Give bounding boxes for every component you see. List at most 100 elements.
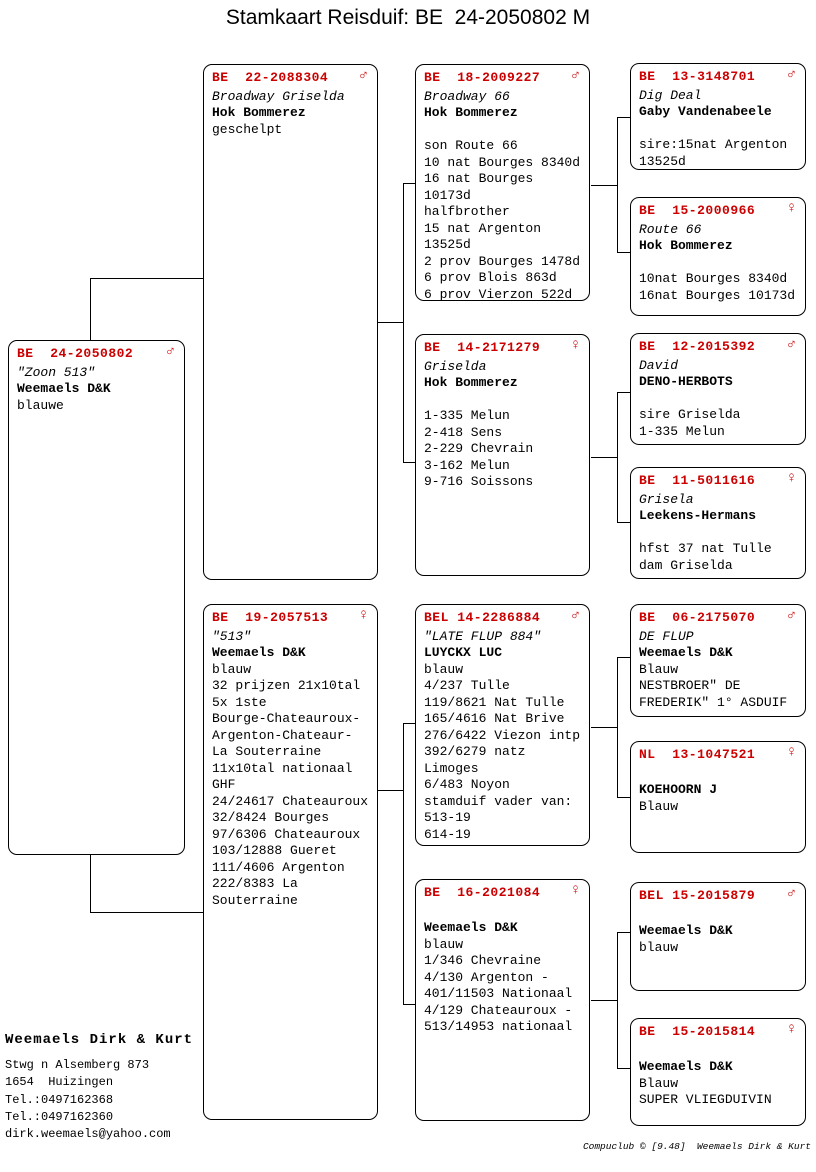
text-line: dirk.weemaels@yahoo.com (5, 1127, 171, 1142)
female-icon: ♀ (786, 470, 796, 487)
connector-line (617, 392, 630, 393)
connector-line (617, 1068, 630, 1069)
text-line: 6 prov Vierzon 522d (424, 286, 573, 302)
pigeon-name: "513" (212, 628, 252, 644)
text-line: 276/6422 Viezon intp (424, 727, 581, 743)
box-header: BE 16-2021084 ♀ (424, 882, 583, 902)
ring-number: BE 15-2000966 (639, 203, 756, 218)
pedigree-box-ggdam-2: BE 11-5011616 ♀ Grisela Leekens-Hermans … (630, 467, 806, 579)
pedigree-box-ggdam-3: NL 13-1047521 ♀ KOEHOORN J Blauw (630, 741, 806, 853)
text-line: 222/8383 La (212, 876, 298, 891)
owner-name: Gaby Vandenabeele (639, 104, 772, 119)
female-icon: ♀ (570, 337, 580, 354)
ring-number: BE 16-2021084 (424, 885, 541, 900)
text-line: stamduif vader van: (424, 793, 573, 809)
text-line: 103/12888 Gueret (212, 843, 337, 858)
connector-line (591, 457, 617, 458)
text-line: 1-335 Melun (639, 423, 725, 439)
pedigree-box-dam: BE 19-2057513 ♀ "513" Weemaels D&K blauw… (203, 604, 378, 1120)
text-line (639, 255, 799, 272)
box-header: BE 22-2088304 ♂ (212, 67, 371, 87)
owner-name: Weemaels D&K (212, 645, 306, 660)
owner-name: Hok Bommerez (424, 375, 518, 390)
female-icon: ♀ (358, 607, 368, 624)
text-line: 513-19 (424, 810, 471, 825)
text-line: 97/6306 Chateauroux (212, 826, 361, 842)
text-line: 1/346 Chevraine (424, 953, 542, 968)
text-line: GHF (212, 777, 236, 792)
pedigree-box-grandsire-paternal: BE 18-2009227 ♂ Broadway 66 Hok Bommerez… (415, 64, 590, 304)
ring-number: BE 13-3148701 (639, 69, 756, 84)
connector-line (617, 117, 630, 118)
text-line: Stwg n Alsemberg 873 (5, 1058, 150, 1072)
text-line: Souterraine (212, 892, 298, 908)
text-line: blauw (639, 939, 679, 955)
connector-line (90, 855, 91, 912)
owner-name: Hok Bommerez (639, 238, 733, 253)
performance-lines: Blauw (639, 799, 799, 816)
female-icon: ♀ (570, 882, 580, 899)
ring-number: BEL 15-2015879 (639, 888, 756, 903)
box-header: BEL 15-2015879 ♂ (639, 885, 799, 905)
box-header: BE 19-2057513 ♀ (212, 607, 371, 627)
text-line: 2-418 Sens (424, 424, 503, 440)
performance-lines: geschelpt (212, 122, 371, 139)
text-line: Tel.:0497162360 (5, 1109, 114, 1124)
pigeon-name (639, 907, 799, 924)
text-line: 32/8424 Bourges (212, 810, 330, 825)
pedigree-box-ggsire-2: BE 12-2015392 ♂ David DENO-HERBOTS sire … (630, 333, 806, 445)
connector-line (378, 322, 403, 323)
box-header: BE 06-2175070 ♂ (639, 607, 799, 627)
pigeon-name: Dig Deal (639, 87, 702, 103)
connector-line (378, 790, 403, 791)
text-line: dam Griselda (639, 557, 733, 573)
text-line (639, 525, 799, 542)
text-line: 10nat Bourges 8340d (639, 271, 788, 286)
text-line: 2-229 Chevrain (424, 441, 534, 456)
female-icon: ♀ (786, 1021, 796, 1038)
text-line: 513/14953 nationaal (424, 1019, 573, 1034)
connector-line (617, 117, 618, 253)
male-icon: ♂ (786, 66, 796, 83)
box-header: BEL 14-2286884 ♂ (424, 607, 583, 627)
text-line: 6/483 Noyon (424, 777, 510, 792)
connector-line (90, 912, 203, 913)
connector-line (591, 185, 617, 186)
text-line: FREDERIK" 1° ASDUIF (639, 694, 788, 710)
text-line: 10 nat Bourges 8340d (424, 154, 581, 170)
text-line: 401/11503 Nationaal (424, 986, 573, 1001)
box-header: BE 24-2050802 ♂ (17, 343, 178, 363)
text-line: La Souterraine (212, 744, 322, 759)
text-line: hfst 37 nat Tulle (639, 541, 772, 556)
male-icon: ♂ (786, 607, 796, 624)
female-icon: ♀ (786, 200, 796, 217)
box-header: BE 14-2171279 ♀ (424, 337, 583, 357)
text-line: 11x10tal nationaal (212, 760, 353, 776)
text-line: sire:15nat Argenton (639, 137, 788, 152)
text-line (424, 392, 583, 409)
owner-name: Leekens-Hermans (639, 508, 757, 523)
pigeon-name: Broadway 66 (424, 88, 510, 104)
text-line: 4/237 Tulle (424, 678, 510, 693)
box-header: NL 13-1047521 ♀ (639, 744, 799, 764)
text-line: 24/24617 Chateauroux (212, 793, 369, 809)
text-line: geschelpt (212, 121, 283, 137)
text-line (639, 391, 799, 408)
pigeon-name: DE FLUP (639, 628, 694, 644)
text-line: blauw (424, 661, 464, 677)
pedigree-box-ggdam-1: BE 15-2000966 ♀ Route 66 Hok Bommerez 10… (630, 197, 806, 316)
connector-line (591, 727, 617, 728)
ring-number: BE 18-2009227 (424, 70, 541, 85)
text-line: halfbrother (424, 204, 510, 219)
pigeon-name (639, 1043, 799, 1060)
connector-line (403, 462, 415, 463)
pedigree-box-subject: BE 24-2050802 ♂ "Zoon 513" Weemaels D&K … (8, 340, 185, 855)
ring-number: BE 15-2015814 (639, 1024, 756, 1039)
